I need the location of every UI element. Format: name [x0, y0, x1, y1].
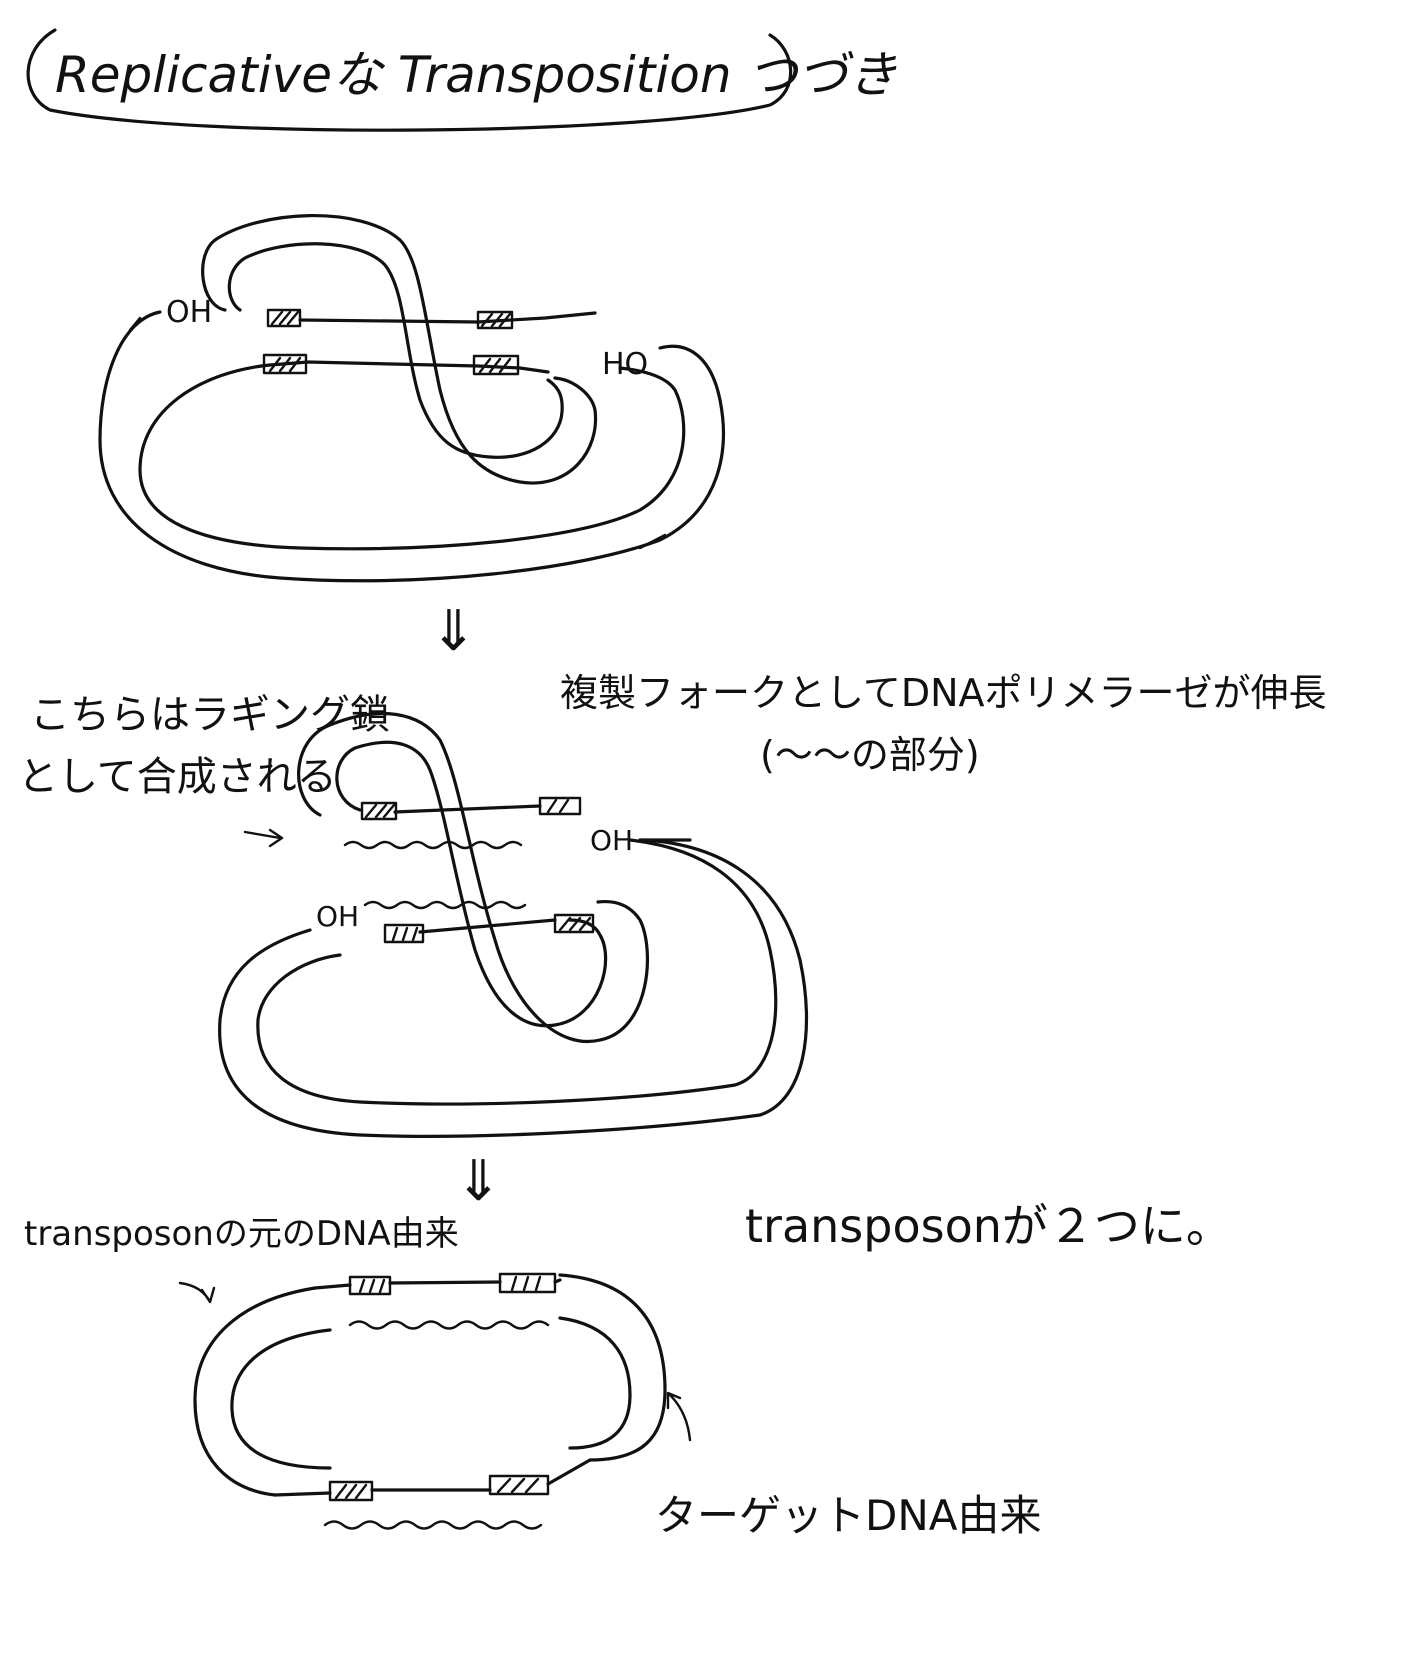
note-target-dna: ターゲットDNA由来 — [655, 1491, 1042, 1540]
stage1-transposon-box — [266, 308, 302, 328]
stage2-figure8-strand-b — [335, 740, 608, 1028]
stage1-transposon-box — [476, 310, 514, 330]
stage3-transposon-box — [328, 1480, 374, 1502]
stage3-inner-strand — [230, 1328, 332, 1470]
stage3-bottom-line — [273, 1458, 592, 1497]
stage2-transposon-box — [383, 923, 425, 944]
stage1-ho-label: HO — [602, 347, 648, 382]
stage2-figure: OH OH — [218, 712, 809, 1138]
stage2-wavy-strand — [343, 840, 523, 850]
stage1-figure8-strand-a — [201, 214, 598, 485]
stage1-nick — [128, 316, 142, 332]
stage3-wavy-strand — [323, 1520, 543, 1530]
stage2-annotations: こちらはラギング鎖 として合成される 複製フォークとしてDNAポリメラーゼが伸長… — [18, 671, 1327, 848]
title-bracket — [26, 28, 793, 132]
stage1-nick — [638, 533, 667, 550]
stage3-top-line — [313, 1278, 562, 1290]
stage1-oh-label: OH — [166, 295, 212, 330]
stage3-transposon-box — [488, 1474, 550, 1496]
stage2-figure8-strand-a — [297, 712, 650, 1043]
page-title: Replicativeな Transposition つづき — [55, 46, 897, 104]
stage1-figure8-strand-b — [227, 242, 564, 459]
down-arrow-icon: ⇓ — [430, 599, 477, 664]
target-pointer-arrow — [666, 1391, 692, 1442]
stage3-outer-strand-right — [558, 1273, 667, 1462]
stage2-transposon-box — [360, 801, 398, 821]
stage2-top-line — [393, 804, 542, 814]
note-origin-dna: transposonの元のDNA由来 — [24, 1214, 459, 1254]
stage2-transposon-box — [538, 796, 582, 816]
stage3-transposon-box — [498, 1272, 557, 1294]
stage1-transposon-box — [262, 353, 308, 375]
stage3-wavy-strand — [348, 1320, 550, 1330]
lagging-pointer-arrow — [243, 828, 284, 848]
note-transposon-count: transposonが２つに。 — [745, 1199, 1232, 1253]
down-arrow-icon: ⇓ — [455, 1149, 502, 1214]
stage2-outer-strand — [218, 838, 809, 1138]
origin-pointer-arrow — [178, 1281, 216, 1304]
stage3-transposon-box — [348, 1275, 392, 1296]
stage2-wavy-strand — [363, 900, 527, 910]
stage3-annotations: transposonの元のDNA由来 transposonが２つに。 ターゲット… — [24, 1199, 1232, 1540]
stage2-transposon-box — [553, 913, 595, 934]
stage3-outer-strand — [193, 1286, 317, 1497]
stage1-transposon-box — [472, 354, 520, 376]
stage1-figure: OH HO — [98, 214, 725, 583]
stage3-figure — [193, 1272, 667, 1530]
note-replication-fork-line2: (〜〜の部分) — [760, 733, 980, 777]
stage2-inner-strand — [256, 838, 778, 1106]
stage2-mid-line — [418, 918, 557, 934]
stage1-outer-strand — [98, 310, 725, 583]
title-group: Replicativeな Transposition つづき — [26, 28, 897, 132]
note-lagging-strand-line2: として合成される — [18, 754, 337, 800]
stage3-inner-strand-right — [558, 1316, 632, 1450]
stage1-inner-strand — [138, 363, 686, 551]
stage1-top-line — [298, 311, 597, 324]
note-lagging-strand-line1: こちらはラギング鎖 — [30, 692, 390, 738]
stage2-oh-label-right: OH — [590, 824, 633, 857]
stage2-oh-label-left: OH — [316, 900, 359, 933]
note-replication-fork-line1: 複製フォークとしてDNAポリメラーゼが伸長 — [560, 671, 1327, 715]
